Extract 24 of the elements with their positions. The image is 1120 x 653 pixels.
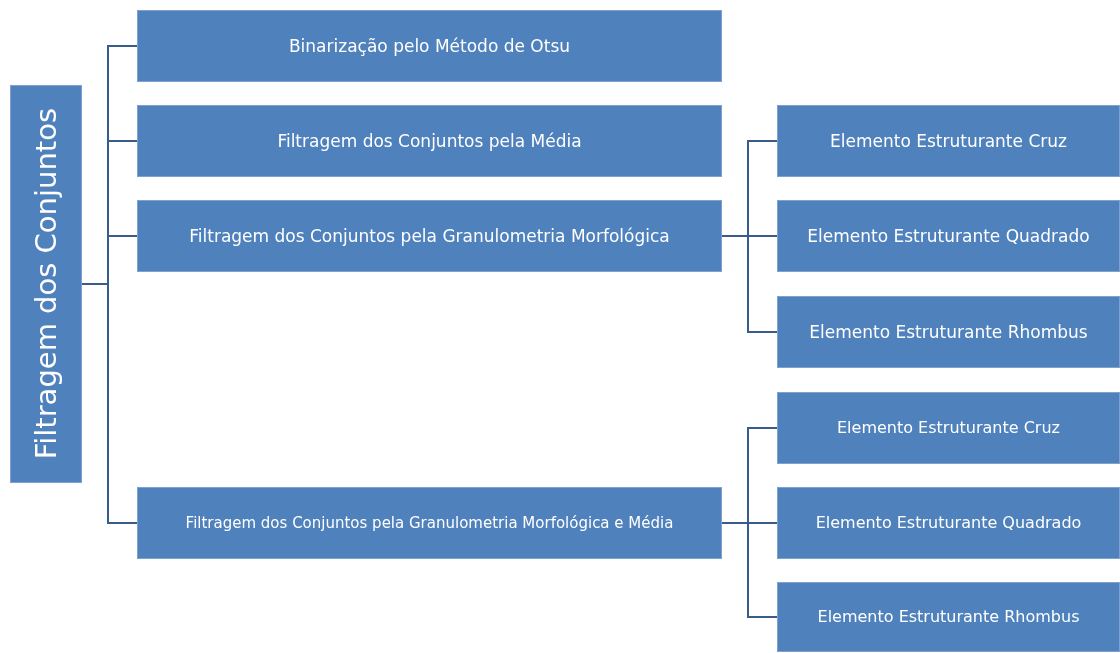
box-label: Elemento Estruturante Rhombus <box>808 321 1089 343</box>
process-box <box>137 487 722 559</box>
connector-line <box>721 235 778 333</box>
box-label: Elemento Estruturante Cruz <box>836 418 1061 438</box>
process-box <box>777 392 1120 464</box>
process-box <box>777 296 1120 368</box>
process-box <box>777 582 1120 652</box>
box-label: Elemento Estruturante Rhombus <box>816 607 1081 627</box>
box-label: Elemento Estruturante Quadrado <box>814 513 1083 533</box>
box-label: Filtragem dos Conjuntos pela Granulometria Morfológica e Média <box>184 514 675 532</box>
process-box <box>137 200 722 272</box>
process-box <box>777 105 1120 177</box>
process-box <box>10 85 82 483</box>
box-label: Binarização pelo Método de Otsu <box>287 35 572 57</box>
process-box <box>137 10 722 82</box>
box-label: Elemento Estruturante Cruz <box>829 130 1068 152</box>
process-box <box>777 487 1120 559</box>
process-box <box>777 200 1120 272</box>
box-label: Filtragem dos Conjuntos pela Granulometria Morfológica <box>188 225 671 247</box>
box-label: Elemento Estruturante Quadrado <box>806 225 1091 247</box>
process-box <box>137 105 722 177</box>
box-label: Filtragem dos Conjuntos <box>28 108 64 460</box>
connector-line <box>81 283 138 524</box>
box-label: Filtragem dos Conjuntos pela Média <box>276 130 583 152</box>
